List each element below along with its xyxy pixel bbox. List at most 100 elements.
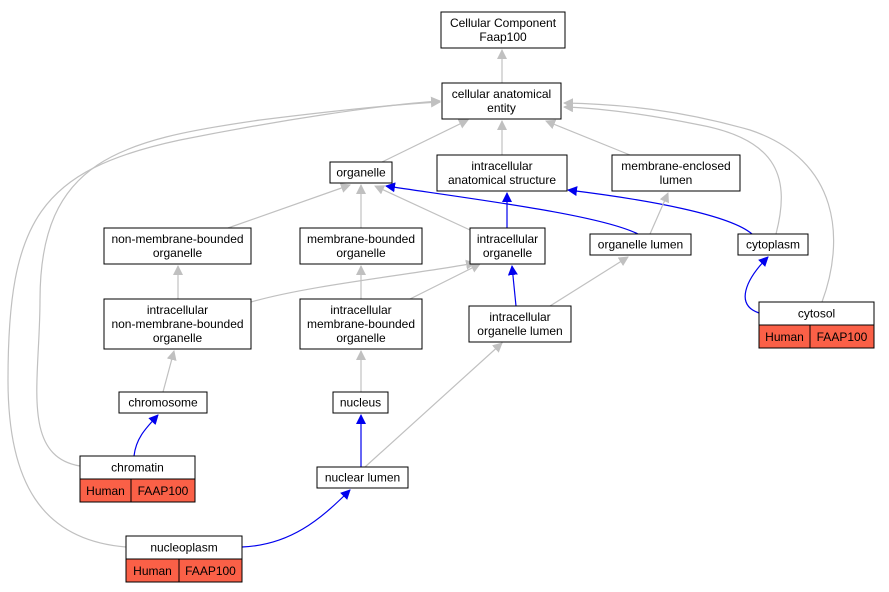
edge-inmbo-to-io — [250, 259, 476, 303]
node-label: non-membrane-bounded — [111, 232, 243, 246]
node-label: organelle lumen — [477, 324, 562, 338]
node-label: organelle — [336, 246, 386, 260]
edge-line — [744, 256, 769, 314]
edge-nmbo-to-organelle — [227, 183, 351, 229]
node-box — [441, 82, 562, 120]
edge-line — [381, 119, 469, 163]
annotation-cell — [809, 324, 875, 349]
node-box — [468, 305, 572, 343]
node-box — [469, 227, 546, 265]
edge-line — [385, 182, 639, 235]
node-label: organelle — [483, 246, 533, 260]
node-label: Cellular Component — [450, 16, 557, 30]
node-nuclear-lumen[interactable]: nuclear lumen — [316, 466, 409, 489]
edge-chromatin-to-chromosome — [133, 414, 159, 457]
edge-mel-to-cae — [545, 119, 631, 156]
node-inmbo[interactable]: intracellularnon-membrane-boundedorganel… — [103, 298, 252, 350]
edge-line — [227, 183, 351, 229]
node-chromosome[interactable]: chromosome — [118, 391, 208, 414]
node-label: anatomical structure — [448, 173, 556, 187]
node-label: intracellular — [330, 303, 391, 317]
edge-line — [409, 263, 481, 300]
node-cytoplasm[interactable]: cytoplasm — [737, 233, 809, 256]
edge-cytoplasm-to-ias — [567, 186, 753, 235]
node-label: organelle lumen — [598, 238, 683, 252]
edge-cytosol-to-cytoplasm — [744, 256, 769, 314]
edge-cytosol-to-cae — [563, 98, 835, 303]
edge-line — [563, 102, 782, 235]
edge-cytoplasm-to-cae — [563, 102, 782, 235]
edge-organelle-to-cae — [381, 119, 469, 163]
edge-line — [250, 259, 476, 303]
annotation-gene: FAAP100 — [817, 330, 868, 344]
node-label: Faap100 — [479, 30, 527, 44]
node-box — [332, 391, 389, 414]
node-label: membrane-bounded — [307, 232, 415, 246]
edge-chromosome-to-inmbo — [162, 350, 177, 393]
node-ol[interactable]: organelle lumen — [589, 233, 692, 256]
node-box — [737, 233, 809, 256]
edge-line — [563, 98, 835, 303]
edge-ol-to-organelle — [385, 182, 639, 235]
edge-line — [545, 119, 631, 156]
node-label: chromatin — [111, 461, 164, 475]
node-label: non-membrane-bounded — [111, 317, 243, 331]
edge-nuclear_lumen-to-iol — [364, 342, 503, 468]
node-label: organelle — [153, 246, 203, 260]
node-label: organelle — [336, 331, 386, 345]
edge-io-to-organelle — [374, 185, 471, 231]
edge-line — [7, 96, 441, 548]
node-organelle[interactable]: organelle — [329, 161, 393, 184]
node-label: cytosol — [798, 307, 835, 321]
edge-nucleoplasm-to-nuclear_lumen — [241, 489, 351, 548]
edge-iol-to-ol — [549, 256, 629, 307]
node-box — [299, 227, 423, 265]
node-label: intracellular — [471, 159, 532, 173]
node-box — [611, 154, 741, 192]
node-box — [589, 233, 692, 256]
node-box — [299, 298, 423, 350]
node-cytosol[interactable]: cytosol — [758, 301, 875, 326]
node-label: membrane-bounded — [307, 317, 415, 331]
node-label: cytoplasm — [746, 238, 800, 252]
node-chromatin[interactable]: chromatin — [79, 455, 196, 480]
node-box — [329, 161, 393, 184]
edge-line — [507, 265, 518, 307]
node-label: entity — [487, 101, 516, 115]
node-label: nucleus — [340, 396, 381, 410]
node-label: intracellular — [147, 303, 208, 317]
annotation-species: Human — [86, 484, 125, 498]
node-label: organelle — [153, 331, 203, 345]
edge-line — [374, 185, 471, 231]
edge-line — [567, 186, 753, 235]
edge-line — [649, 192, 669, 235]
edge-nucleoplasm-to-cae — [7, 96, 441, 548]
node-label: chromosome — [128, 396, 198, 410]
edge-ol-to-mel — [649, 192, 669, 235]
node-label: intracellular — [477, 232, 538, 246]
node-box — [103, 227, 252, 265]
annotation-cell — [130, 478, 196, 503]
edge-line — [241, 489, 351, 548]
node-nucleus[interactable]: nucleus — [332, 391, 389, 414]
node-label: membrane-enclosed — [621, 159, 730, 173]
edge-line — [133, 414, 159, 457]
node-nucleoplasm[interactable]: nucleoplasm — [125, 535, 243, 560]
node-label: organelle — [336, 166, 386, 180]
edge-line — [364, 342, 503, 468]
node-label: cellular anatomical — [452, 87, 551, 101]
edge-line — [549, 256, 629, 307]
node-box — [118, 391, 208, 414]
